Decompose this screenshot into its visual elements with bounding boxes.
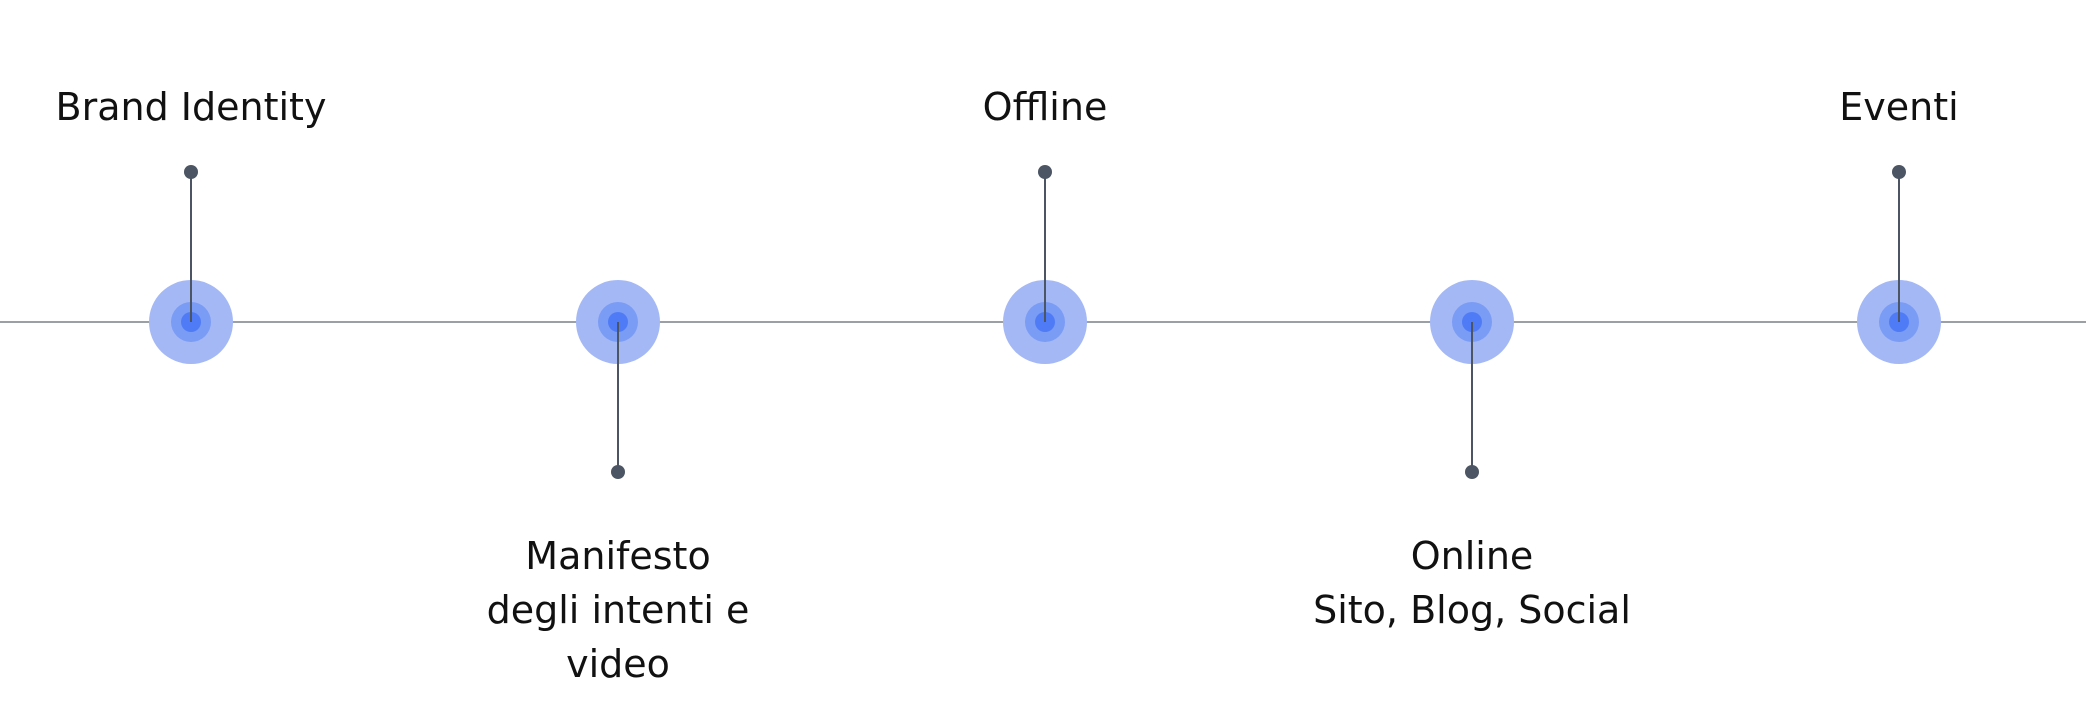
milestone-label-line: Online bbox=[1410, 534, 1534, 578]
milestone-label-line: degli intenti e bbox=[486, 588, 750, 632]
milestone-pin bbox=[1892, 165, 1906, 179]
milestone-label-line: Offline bbox=[982, 85, 1108, 129]
milestone-label-line: Sito, Blog, Social bbox=[1313, 588, 1631, 632]
milestone-pin bbox=[611, 465, 625, 479]
milestone-label-line: Eventi bbox=[1839, 85, 1959, 129]
milestone-label: Eventi bbox=[1689, 80, 2086, 134]
milestone-label-line: Manifesto bbox=[525, 534, 711, 578]
milestone-pin bbox=[184, 165, 198, 179]
milestone-pin bbox=[1465, 465, 1479, 479]
milestone-label: Online Sito, Blog, Social bbox=[1262, 529, 1682, 637]
milestone-label: Brand Identity bbox=[0, 80, 401, 134]
milestone-label: Manifesto degli intenti e video bbox=[408, 529, 828, 691]
milestone-core bbox=[1035, 312, 1055, 332]
milestone-core bbox=[181, 312, 201, 332]
milestone-connector bbox=[1898, 172, 1900, 322]
milestone-label: Offline bbox=[835, 80, 1255, 134]
milestone-connector bbox=[190, 172, 192, 322]
milestone-core bbox=[1889, 312, 1909, 332]
milestone-connector bbox=[1471, 322, 1473, 472]
milestone-label-line: Brand Identity bbox=[55, 85, 327, 129]
milestone-label-line: video bbox=[566, 642, 670, 686]
milestone-connector bbox=[1044, 172, 1046, 322]
milestone-connector bbox=[617, 322, 619, 472]
milestone-pin bbox=[1038, 165, 1052, 179]
